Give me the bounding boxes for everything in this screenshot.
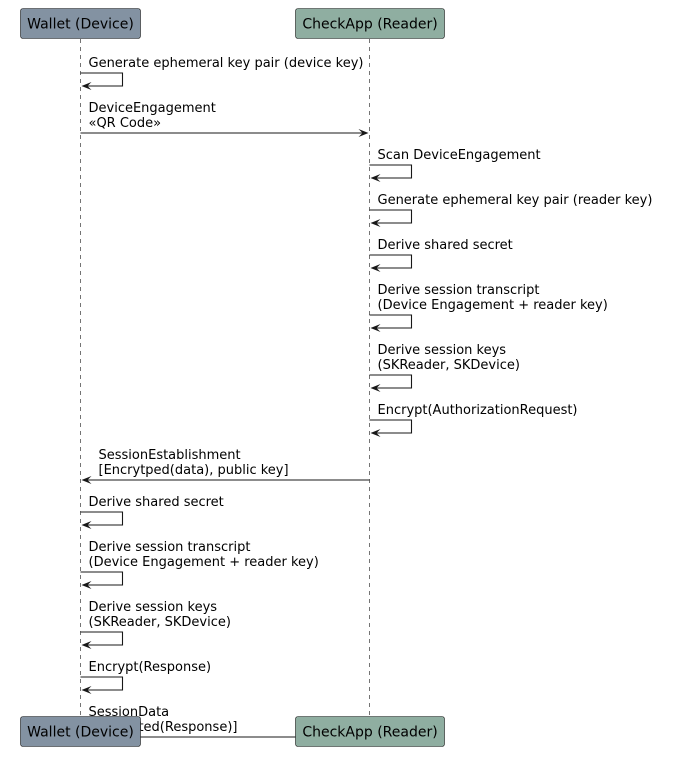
participant-label: CheckApp (Reader) xyxy=(302,725,437,741)
arrow-head xyxy=(81,476,92,484)
message: SessionEstablishment[Encrytped(data), pu… xyxy=(81,448,370,484)
message: Derive session keys(SKReader, SKDevice) xyxy=(369,343,520,392)
message: Derive shared secret xyxy=(369,238,513,272)
self-message-arrow xyxy=(369,254,413,269)
participant-reader-top: CheckApp (Reader) xyxy=(295,8,445,39)
message-label: Encrypt(AuthorizationRequest) xyxy=(378,403,578,418)
arrow-head xyxy=(370,429,381,437)
message-label: DeviceEngagement xyxy=(89,101,216,116)
message: Generate ephemeral key pair (reader key) xyxy=(369,193,653,227)
message-label: Derive session transcript xyxy=(378,283,540,298)
participant-box xyxy=(20,8,141,39)
message-label: [Encrytped(data), public key] xyxy=(99,463,289,478)
arrow-head xyxy=(358,129,369,137)
message-label: Derive session keys xyxy=(378,343,507,358)
message-label: Derive session keys xyxy=(89,600,218,615)
arrow-head xyxy=(370,174,381,182)
self-message-arrow xyxy=(80,511,124,526)
participant-box xyxy=(20,716,141,747)
self-message-arrow xyxy=(369,314,413,329)
message: Derive shared secret xyxy=(80,495,224,529)
arrow-head xyxy=(81,581,92,589)
message-label: Generate ephemeral key pair (reader key) xyxy=(378,193,653,208)
message: DeviceEngagement«QR Code» xyxy=(80,101,369,137)
participant-wallet-top: Wallet (Device) xyxy=(20,8,141,39)
self-message-arrow xyxy=(80,631,124,646)
message-label: Derive session transcript xyxy=(89,540,251,555)
message-list: Generate ephemeral key pair (device key)… xyxy=(80,56,653,741)
message-label: SessionEstablishment xyxy=(99,448,241,463)
message: Generate ephemeral key pair (device key) xyxy=(80,56,364,90)
message: Encrypt(AuthorizationRequest) xyxy=(369,403,578,437)
arrow-head xyxy=(370,384,381,392)
participant-reader-bottom: CheckApp (Reader) xyxy=(295,716,445,747)
arrow-head xyxy=(370,324,381,332)
participant-label: Wallet (Device) xyxy=(27,725,134,741)
arrow-head xyxy=(81,82,92,90)
message-label: (Device Engagement + reader key) xyxy=(89,555,319,570)
participant-box xyxy=(295,8,445,39)
message: Encrypt(Response) xyxy=(80,660,212,694)
message-label: «QR Code» xyxy=(89,116,162,131)
message: Derive session keys(SKReader, SKDevice) xyxy=(80,600,231,649)
message: Derive session transcript(Device Engagem… xyxy=(80,540,319,589)
message-label: Derive shared secret xyxy=(378,238,513,253)
message-label: Encrypt(Response) xyxy=(89,660,212,675)
arrow-head xyxy=(370,264,381,272)
arrow-head xyxy=(81,521,92,529)
participant-label: CheckApp (Reader) xyxy=(302,17,437,33)
arrow-head xyxy=(81,641,92,649)
arrow-head xyxy=(81,686,92,694)
message-label: Scan DeviceEngagement xyxy=(378,148,541,163)
message-label: Generate ephemeral key pair (device key) xyxy=(89,56,364,71)
message-label: (SKReader, SKDevice) xyxy=(378,358,520,373)
participant-box xyxy=(295,716,445,747)
self-message-arrow xyxy=(80,676,124,691)
message-label: Derive shared secret xyxy=(89,495,224,510)
participant-wallet-bottom: Wallet (Device) xyxy=(20,716,141,747)
message: Scan DeviceEngagement xyxy=(369,148,541,182)
self-message-arrow xyxy=(369,374,413,389)
self-message-arrow xyxy=(80,571,124,586)
self-message-arrow xyxy=(369,164,413,179)
participant-label: Wallet (Device) xyxy=(27,17,134,33)
message-label: (Device Engagement + reader key) xyxy=(378,298,608,313)
message-label: (SKReader, SKDevice) xyxy=(89,615,231,630)
self-message-arrow xyxy=(369,419,413,434)
self-message-arrow xyxy=(80,72,124,87)
message: Derive session transcript(Device Engagem… xyxy=(369,283,608,332)
arrow-head xyxy=(370,219,381,227)
self-message-arrow xyxy=(369,209,413,224)
